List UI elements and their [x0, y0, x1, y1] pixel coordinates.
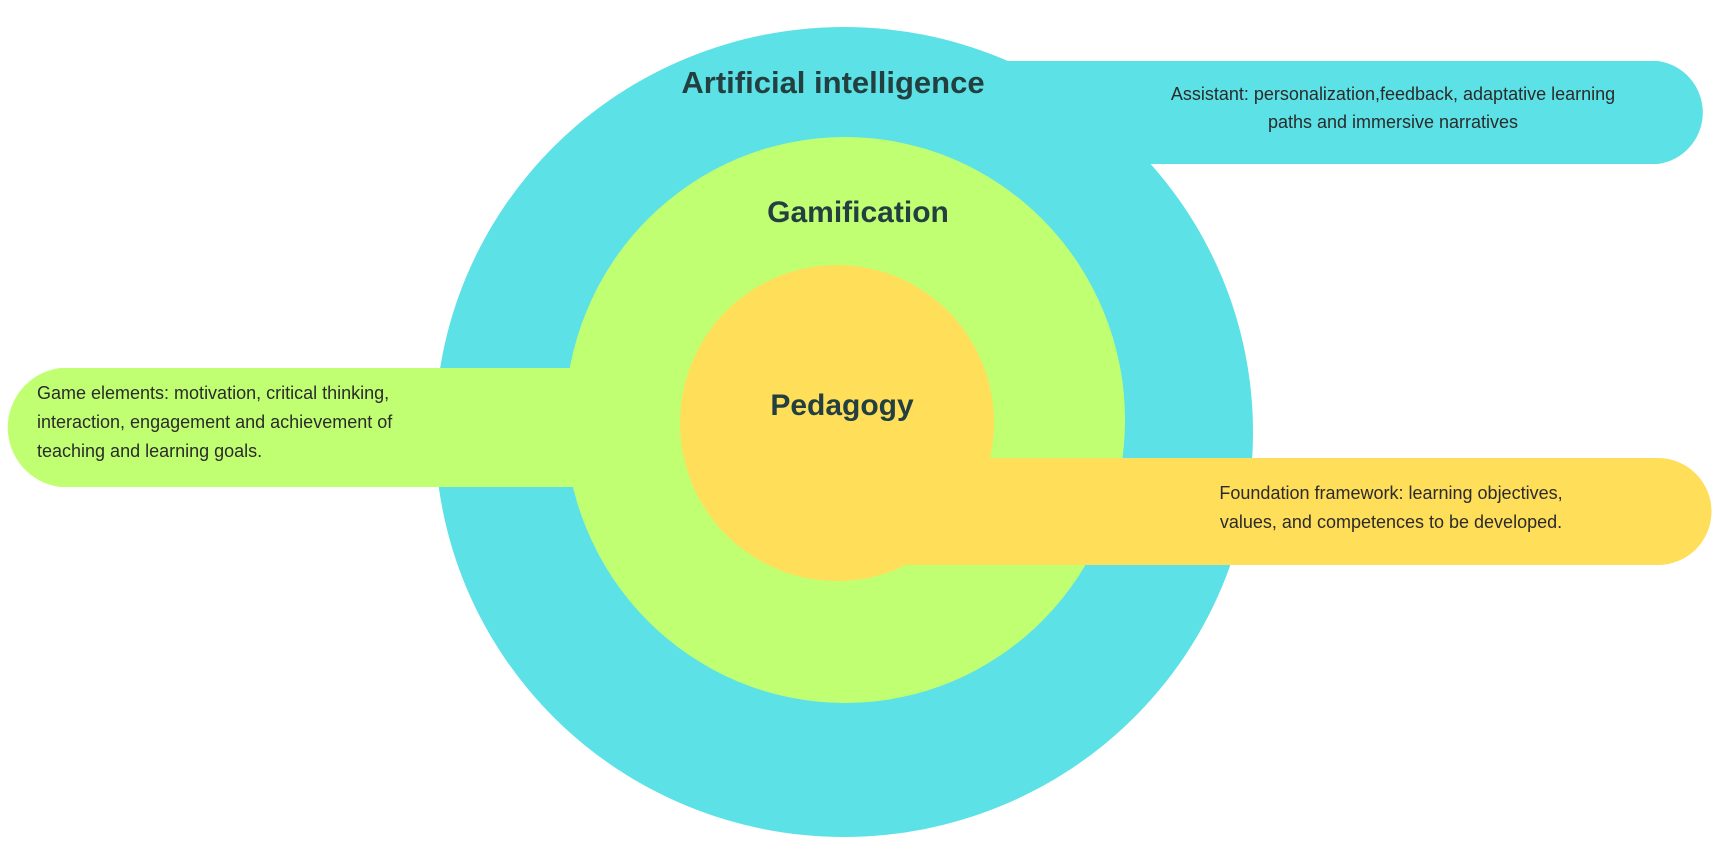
- pedagogy-banner: [880, 458, 1712, 565]
- gamification-title: Gamification: [767, 196, 949, 229]
- gamification-description-line: interaction, engagement and achievement …: [37, 412, 393, 432]
- pedagogy-title: Pedagogy: [770, 389, 914, 422]
- pedagogy-description-line: values, and competences to be developed.: [1220, 512, 1562, 532]
- ai-description-line: paths and immersive narratives: [1268, 112, 1518, 132]
- pedagogy-description-line: Foundation framework: learning objective…: [1219, 483, 1562, 503]
- gamification-banner: [7, 368, 700, 487]
- ai-title: Artificial intelligence: [681, 65, 984, 100]
- gamification-description-line: Game elements: motivation, critical thin…: [37, 383, 389, 403]
- gamification-description-line: teaching and learning goals.: [37, 441, 262, 461]
- ai-banner: [980, 61, 1703, 164]
- ai-description-line: Assistant: personalization,feedback, ada…: [1171, 84, 1615, 104]
